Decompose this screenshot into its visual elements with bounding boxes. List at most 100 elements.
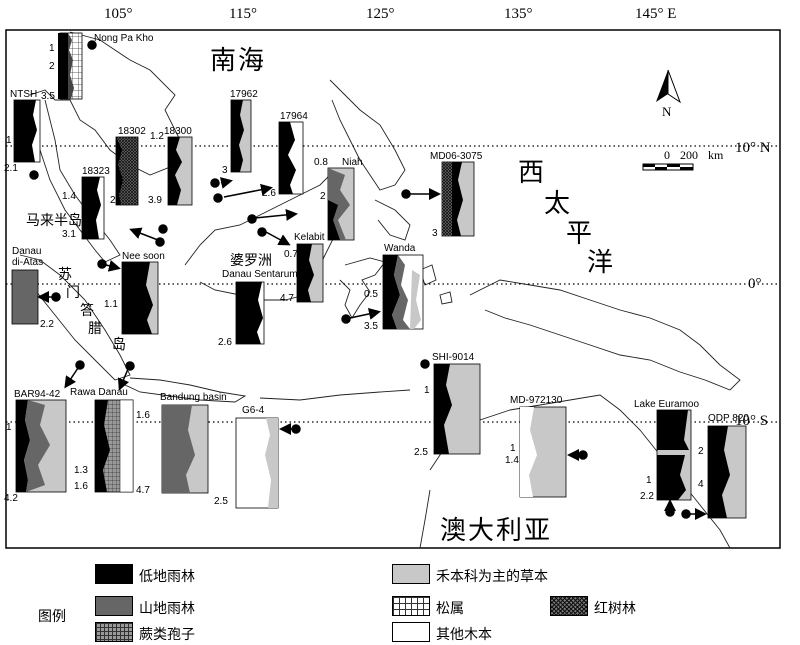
site-nee-soon: Nee soon: [122, 251, 165, 262]
axis-md97-2: 1.4: [505, 455, 519, 466]
axis-18323-1: 1.4: [62, 191, 76, 202]
site-danau-di-atas-2: di-Atas: [12, 257, 44, 268]
axis-nong-1: 1: [49, 43, 55, 54]
lon-label-115: 115°: [229, 6, 257, 22]
site-niah: Niah: [342, 157, 363, 168]
axis-rawa-1: 1.3: [74, 465, 88, 476]
site-danau-sentarum: Danau Sentarum: [222, 269, 298, 280]
site-md06-3075: MD06-3075: [430, 151, 483, 162]
legend-swatch-grass-herbs: [392, 564, 430, 584]
legend-label-grass-herbs: 禾本科为主的草本: [436, 569, 548, 585]
legend-title: 图例: [38, 609, 66, 625]
diagram-md-972130: [519, 406, 567, 498]
axis-bar-2: 4.2: [4, 493, 18, 504]
diagram-danau-sentarum: [235, 281, 265, 345]
north-arrow-icon: [656, 69, 682, 104]
scale-unit: km: [708, 148, 724, 162]
diagram-bandung-basin: [161, 404, 209, 494]
site-17962: 17962: [230, 89, 258, 100]
site-17964: 17964: [280, 111, 308, 122]
scale-value: 200: [680, 148, 698, 162]
lon-label-105: 105°: [104, 6, 133, 22]
site-18300: 18300: [164, 126, 192, 137]
diagram-kelabit: [296, 243, 324, 303]
site-shi-9014: SHI-9014: [432, 352, 475, 363]
axis-ntsh-2: 2.1: [4, 163, 18, 174]
lon-label-135: 135°: [504, 6, 533, 22]
site-g6-4: G6-4: [242, 405, 265, 416]
axis-odp-1: 2: [698, 446, 704, 457]
site-odp-820: ODP 820: [708, 413, 749, 424]
legend-label-fern-spores: 蕨类孢子: [139, 627, 195, 643]
legend-label-montane-rainforest: 山地雨林: [139, 601, 195, 617]
region-sumatra-4: 腊: [88, 321, 102, 337]
lon-label-145e: 145° E: [635, 6, 677, 22]
diagram-wanda: [382, 254, 424, 330]
diagram-nong-pa-kho: [58, 32, 83, 100]
site-kelabit: Kelabit: [294, 232, 325, 243]
axis-rawa-2: 1.6: [74, 481, 88, 492]
axis-euramoo-1: 1: [646, 475, 652, 486]
diagram-danau-di-atas: [11, 269, 39, 325]
axis-18300-2: 3.9: [148, 195, 162, 206]
diagram-nee-soon: [121, 261, 159, 335]
axis-nong-2: 2: [49, 61, 55, 72]
axis-shi-2: 2.5: [414, 447, 428, 458]
axis-ntsh-1: 1: [6, 135, 12, 146]
legend-swatch-pinus: [392, 596, 430, 616]
region-borneo: 婆罗洲: [230, 253, 272, 269]
axis-kelabit-2: 4.7: [280, 293, 294, 304]
diagram-niah: [327, 167, 355, 241]
diagram-g6-4: [235, 417, 279, 509]
legend-swatch-other-woody: [392, 622, 430, 642]
axis-bandung-1: 1.6: [136, 410, 150, 421]
lon-label-125: 125°: [366, 6, 395, 22]
scale-bar: [642, 163, 694, 171]
legend-swatch-fern-spores: [95, 622, 133, 642]
scale-zero: 0: [664, 148, 670, 162]
region-sumatra-1: 苏: [58, 267, 72, 283]
site-bandung-basin: Bandung basin: [160, 392, 227, 403]
diagram-ntsh: [13, 99, 41, 163]
site-18302: 18302: [118, 126, 146, 137]
axis-18300-1: 1.2: [150, 131, 164, 142]
region-sumatra-3: 答: [80, 303, 94, 319]
region-australia: 澳大利亚: [440, 516, 553, 546]
region-sumatra-2: 门: [66, 285, 80, 301]
diagram-shi-9014: [433, 363, 481, 455]
site-rawa-danau: Rawa Danau: [70, 387, 128, 398]
site-wanda: Wanda: [384, 243, 416, 254]
region-west-pacific-1: 西: [518, 158, 547, 188]
region-malay-peninsula: 马来半岛: [26, 213, 82, 229]
site-markers: [29, 40, 707, 520]
site-danau-di-atas-1: Danau: [12, 246, 42, 257]
legend-swatch-mangrove: [550, 596, 588, 616]
site-nong-pa-kho: Nong Pa Kho: [94, 33, 154, 44]
axis-niah-2: 2: [320, 191, 326, 202]
axis-neesoon-1: 1.1: [104, 299, 118, 310]
diagram-rawa-danau: [94, 399, 134, 493]
lat-label-0: 0°: [748, 276, 762, 292]
axis-17962-1: 3: [222, 165, 228, 176]
axis-g64-1: 2.5: [214, 496, 228, 507]
site-ntsh: NTSH: [10, 89, 38, 100]
legend-label-other-woody: 其他木本: [436, 627, 492, 643]
axis-datas-1: 2.2: [40, 319, 54, 330]
axis-wanda-2: 3.5: [364, 321, 378, 332]
diagram-18300: [167, 136, 193, 206]
axis-kelabit-1: 0.7: [284, 249, 298, 260]
axis-shi-1: 1: [424, 385, 430, 396]
diagram-odp-820: [707, 425, 747, 519]
axis-md97-1: 1: [510, 443, 516, 454]
axis-niah-1: 0.8: [314, 157, 328, 168]
legend-swatch-lowland-rainforest: [95, 564, 133, 584]
site-18323: 18323: [82, 166, 110, 177]
axis-nong-3: 3.5: [41, 91, 55, 102]
site-lake-euramoo: Lake Euramoo: [634, 399, 700, 410]
lat-label-10s: 10° S: [735, 413, 769, 429]
diagram-18323: [81, 176, 105, 240]
axis-bar-1: 1: [6, 422, 12, 433]
legend-swatch-montane-rainforest: [95, 596, 133, 616]
axis-sentarum-1: 2.6: [218, 337, 232, 348]
